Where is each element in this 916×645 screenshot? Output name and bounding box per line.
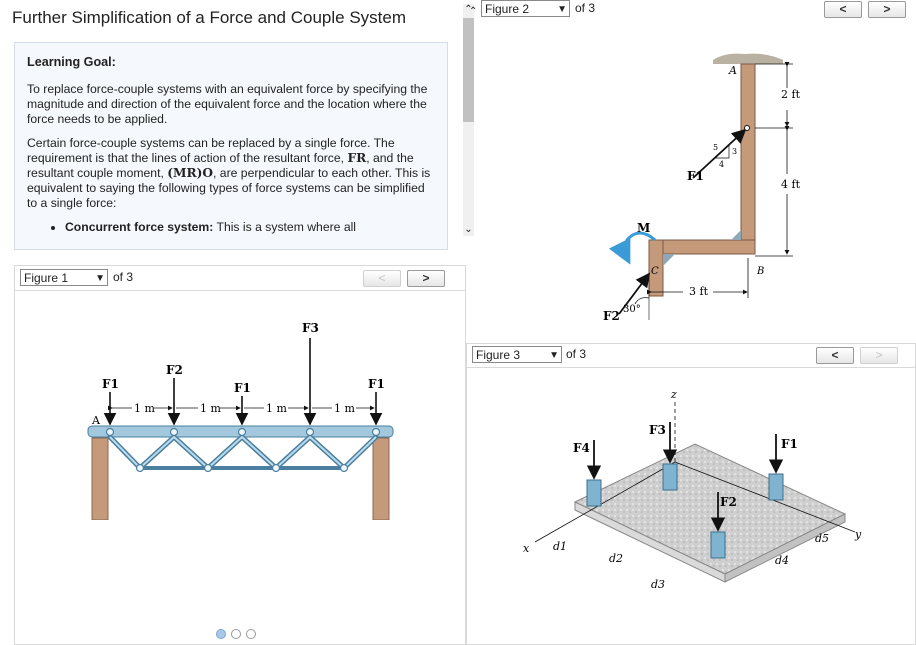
list-item: Concurrent force system: This is a syste…: [65, 220, 435, 235]
resultant-force-symbol: FR: [347, 151, 367, 165]
scroll-thumb[interactable]: [463, 18, 474, 122]
figure1-select[interactable]: Figure 1 ▼: [20, 269, 108, 286]
bullet-heading: Concurrent force system:: [65, 220, 214, 234]
label-f1: F1: [687, 169, 704, 183]
dim-d4: d4: [775, 554, 789, 567]
pager-dot-2[interactable]: [231, 629, 241, 639]
axis-y: y: [854, 528, 862, 541]
ceiling-support: [713, 53, 783, 64]
figure3-slab-diagram: z x y F4 F3 F2 F1 d1 d2 d3 d4 d5: [523, 388, 862, 591]
bullet-text: This is a system where all: [213, 220, 357, 234]
pager-dot-1[interactable]: [216, 629, 226, 639]
pager-dot-3[interactable]: [246, 629, 256, 639]
label-30deg: 30°: [623, 304, 641, 315]
dim-2ft: 2 ft: [781, 88, 801, 101]
right-post: [372, 437, 390, 520]
figure2-count: of 3: [575, 1, 596, 15]
para2-text-b: , and the resultant couple moment,: [27, 151, 414, 180]
truss-web: [107, 433, 379, 472]
figure1-header-divider: [15, 290, 465, 291]
figure2-bent-bar-diagram: 5 3 4 2 ft 4 ft 3 ft A B C M F1 F2 30°: [603, 53, 801, 323]
label-f3: F3: [302, 321, 319, 335]
column-f1: [768, 473, 784, 501]
figure1-pager-dots: [216, 626, 256, 644]
column-f2: [710, 531, 726, 559]
figure3-count: of 3: [566, 347, 587, 361]
column-f3: [662, 463, 678, 491]
label-f1-mid: F1: [234, 381, 251, 395]
figure1-truss-diagram: 1 m 1 m 1 m 1 m F1 F2 F1 F3 F1 A: [87, 321, 394, 520]
column-f4: [586, 479, 602, 507]
label-f1-left: F1: [102, 377, 119, 391]
label-f1: F1: [781, 437, 798, 451]
para2-text-c: , are perpendicular to each other. This …: [27, 166, 431, 210]
figure1-count: of 3: [113, 270, 134, 284]
chevron-down-icon: ▼: [549, 350, 559, 361]
label-f2: F2: [720, 495, 737, 509]
para2-text-a: Certain force-couple systems can be repl…: [27, 136, 395, 165]
dim-1m-d: 1 m: [334, 402, 355, 415]
dim-d5: d5: [815, 532, 829, 545]
figure3-next-button[interactable]: >: [860, 347, 898, 364]
label-f4: F4: [573, 441, 590, 455]
learning-goal-paragraph-1: To replace force-couple systems with an …: [27, 82, 428, 126]
label-b: B: [756, 266, 764, 277]
force-arrow-f2: [618, 272, 651, 315]
force-arrow-f1: [692, 128, 747, 179]
learning-goal-panel: Learning Goal: To replace force-couple s…: [14, 42, 448, 250]
resultant-moment-symbol: (MR)O: [167, 166, 214, 180]
label-c: C: [651, 266, 659, 277]
figure1-prev-button[interactable]: <: [363, 270, 401, 287]
label-f2: F2: [166, 363, 183, 377]
scroll-up-arrow[interactable]: ⌃: [464, 4, 473, 15]
dim-3ft: 3 ft: [689, 285, 709, 298]
chevron-down-icon: ▼: [557, 4, 567, 15]
dim-d2: d2: [609, 552, 623, 565]
figure3-header-divider: [467, 367, 915, 368]
dim-1m-b: 1 m: [200, 402, 221, 415]
dim-d3: d3: [651, 578, 665, 591]
couple-moment-arrow: [608, 231, 656, 265]
slope-3: 3: [732, 147, 737, 156]
scroll-down-arrow[interactable]: ⌄: [464, 224, 473, 235]
axis-z: z: [670, 388, 677, 401]
label-m: M: [637, 221, 650, 235]
figure2-scroll-up-icon[interactable]: ⌃: [469, 6, 478, 17]
dim-1m-c: 1 m: [266, 402, 287, 415]
page-title: Further Simplification of a Force and Co…: [12, 8, 407, 27]
left-post: [91, 437, 109, 520]
horizontal-member: [648, 239, 756, 255]
label-a: A: [728, 64, 737, 77]
label-f1-right: F1: [368, 377, 385, 391]
label-f2: F2: [603, 309, 620, 323]
figure2-select-value: Figure 2: [485, 2, 530, 16]
label-a: A: [91, 414, 101, 427]
vertical-member: [740, 63, 756, 251]
slope-5: 5: [713, 143, 718, 152]
learning-goal-paragraph-2: Certain force-couple systems can be repl…: [27, 136, 435, 211]
force-system-list: Concurrent force system: This is a syste…: [27, 220, 435, 235]
figure2-select[interactable]: Figure 2 ▼: [481, 0, 570, 17]
axis-x: x: [523, 542, 530, 555]
dim-1m-a: 1 m: [134, 402, 155, 415]
figure3-select[interactable]: Figure 3 ▼: [472, 346, 562, 363]
dim-4ft: 4 ft: [781, 178, 801, 191]
figure1-next-button[interactable]: >: [407, 270, 445, 287]
chevron-down-icon: ▼: [95, 273, 105, 284]
figure1-select-value: Figure 1: [24, 271, 69, 285]
figure3-prev-button[interactable]: <: [816, 347, 854, 364]
figure3-select-value: Figure 3: [476, 348, 521, 362]
content-scrollbar[interactable]: ⌃ ⌄: [463, 4, 474, 236]
figure2-prev-button[interactable]: <: [824, 1, 862, 18]
figure2-next-button[interactable]: >: [868, 1, 906, 18]
learning-goal-heading: Learning Goal:: [27, 55, 116, 69]
label-f3: F3: [649, 423, 666, 437]
slope-4: 4: [719, 160, 724, 169]
dim-d1: d1: [553, 540, 567, 553]
